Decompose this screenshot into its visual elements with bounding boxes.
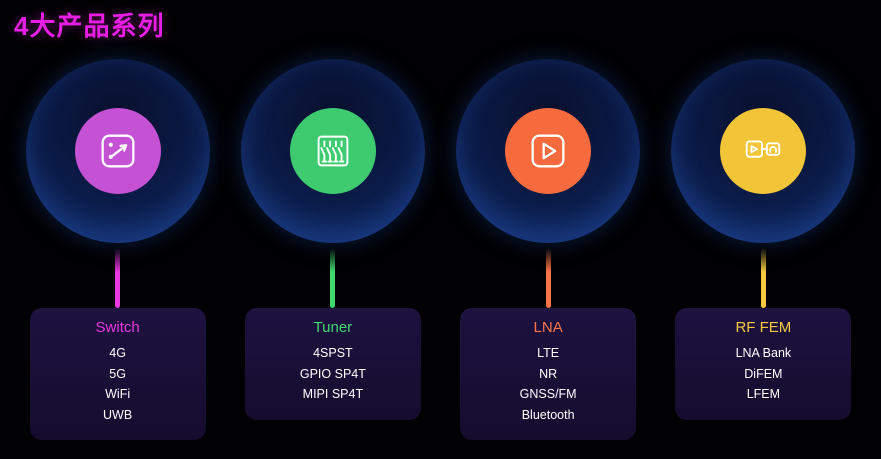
tuner-card: Tuner 4SPST GPIO SP4T MIPI SP4T (244, 308, 421, 420)
product-item: MIPI SP4T (302, 387, 364, 402)
lna-card-title: LNA (533, 319, 563, 336)
page-title: 4大产品系列 (14, 11, 165, 41)
tuner-circle (240, 59, 425, 243)
product-item: LNA Bank (735, 346, 792, 360)
lna-icon (531, 134, 565, 168)
product-item: GNSS/FM (519, 387, 577, 402)
rf-fem-card-title: RF FEM (735, 319, 792, 336)
switch-connector-line (115, 248, 121, 308)
product-column-lna: LNA LTE NR GNSS/FM Bluetooth (441, 43, 656, 440)
tuner-icon-badge (289, 108, 376, 194)
rf-fem-card: RF FEM LNA Bank DiFEM LFEM (675, 308, 852, 420)
rf-fem-connector-line (760, 248, 766, 308)
switch-icon (101, 134, 135, 168)
tuner-icon (317, 135, 349, 167)
lna-circle (456, 59, 641, 243)
switch-icon-badge (74, 108, 161, 194)
product-column-tuner: Tuner 4SPST GPIO SP4T MIPI SP4T (225, 43, 440, 420)
product-item: 5G (109, 366, 126, 381)
switch-card-title: Switch (95, 319, 140, 336)
lna-connector-line (545, 248, 551, 308)
switch-circle (25, 59, 210, 243)
product-column-switch: Switch 4G 5G WiFi UWB (10, 43, 225, 440)
switch-card: Switch 4G 5G WiFi UWB (29, 308, 206, 440)
tuner-connector-line (330, 248, 336, 308)
product-item: NR (539, 366, 558, 381)
product-series-row: Switch 4G 5G WiFi UWB Tuner 4SPST GP (0, 43, 881, 440)
rf-fem-circle (671, 59, 856, 243)
product-item: 4G (109, 346, 126, 360)
product-item: Bluetooth (521, 407, 575, 422)
product-item: LTE (537, 346, 560, 360)
lna-icon-badge (505, 108, 592, 194)
lna-card: LNA LTE NR GNSS/FM Bluetooth (460, 308, 637, 440)
product-item: GPIO SP4T (299, 366, 366, 381)
product-item: UWB (103, 407, 133, 422)
product-column-rf-fem: RF FEM LNA Bank DiFEM LFEM (656, 43, 871, 420)
product-item: LFEM (746, 387, 781, 402)
rf-fem-icon (746, 140, 781, 158)
tuner-card-title: Tuner (313, 319, 353, 336)
product-item: DiFEM (744, 366, 783, 381)
rf-fem-icon-badge (720, 108, 807, 194)
product-item: WiFi (105, 387, 131, 402)
product-item: 4SPST (313, 346, 353, 360)
